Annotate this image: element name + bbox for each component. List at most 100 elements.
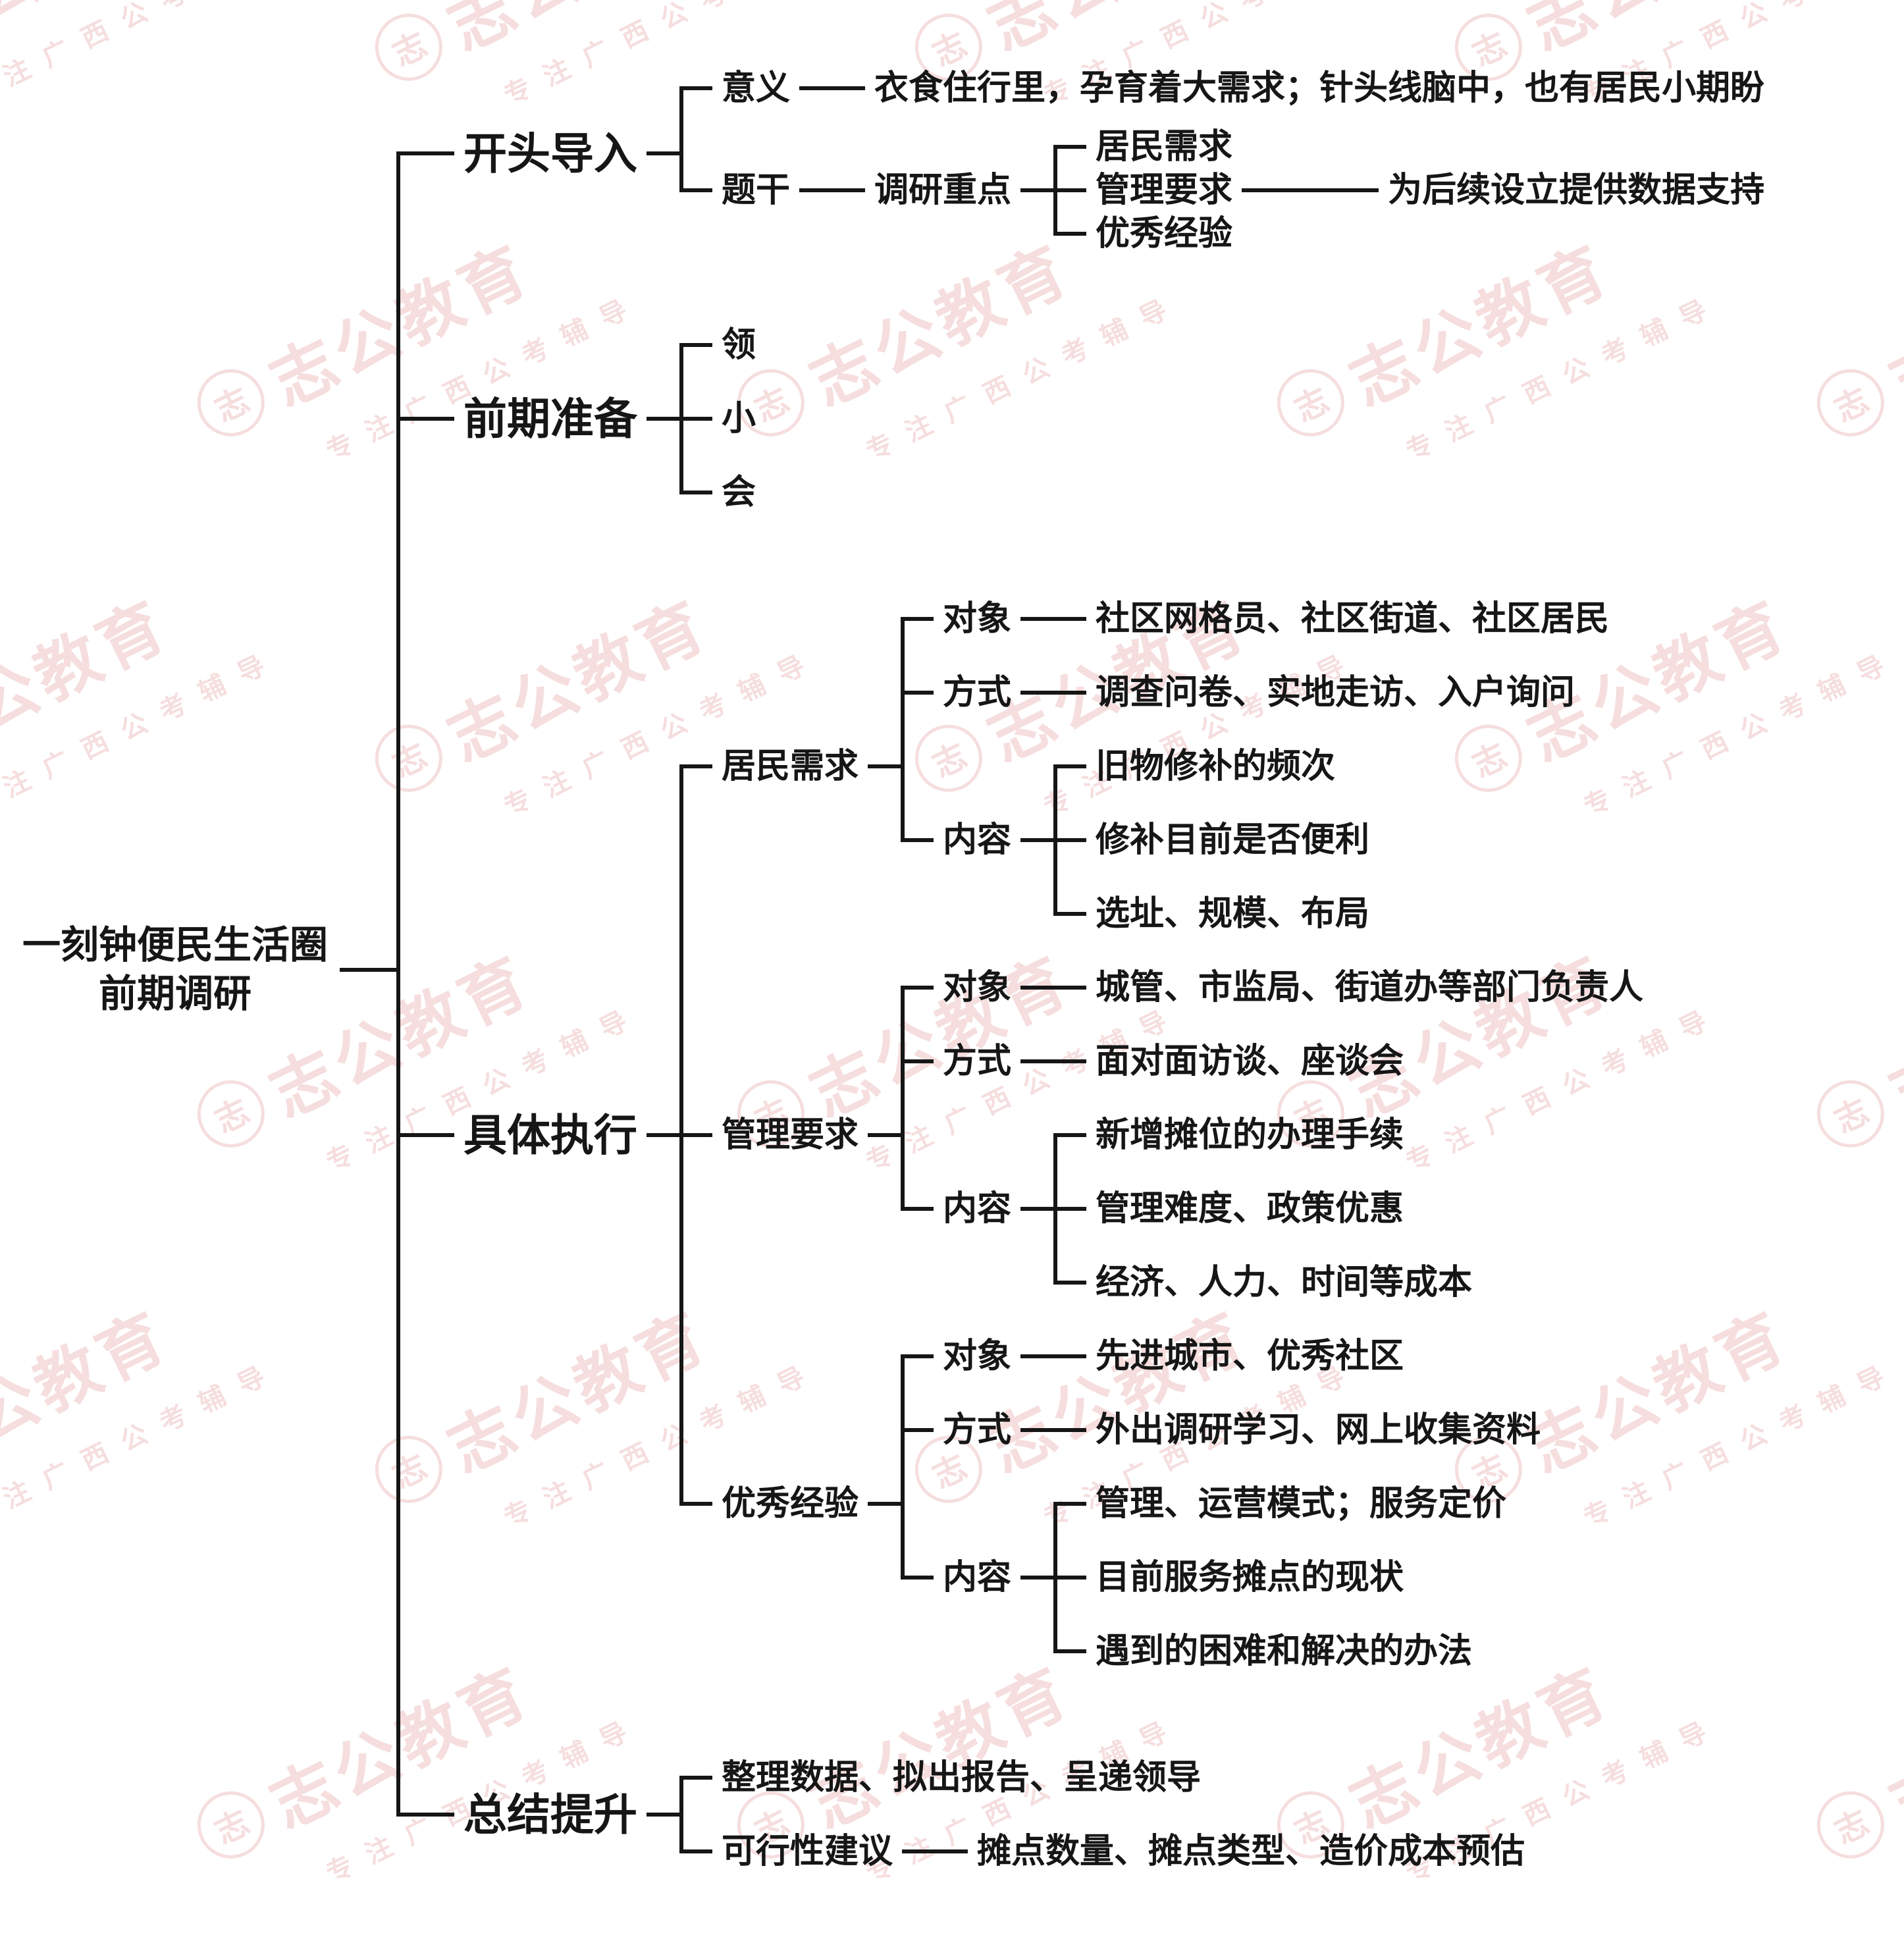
connector-line [868,764,901,768]
tree-node: 管理要求 为后续设立提供数据支持 [1096,169,1764,212]
tree-branch: 修补目前是否便利 [1053,803,1369,877]
tree-branch: 旧物修补的频次 [1053,730,1369,803]
connector-line [1020,1354,1054,1358]
node-label: 内容 [943,1189,1012,1228]
connector-line [1020,1206,1054,1211]
tree-node: 为后续设立提供数据支持 [1388,169,1764,212]
connector-line [647,1812,680,1817]
children-group: 领小会 [679,308,756,529]
children-group: 意义 衣食住行里，孕育着大需求；针头线脑中，也有居民小期盼题干 调研重点 居民需求管理… [679,51,1764,255]
node-label: 摊点数量、摊点类型、造价成本预估 [977,1832,1525,1871]
node-label: 修补目前是否便利 [1096,820,1370,859]
node-label: 题干 [722,171,791,209]
children-group: 摊点数量、摊点类型、造价成本预估 [935,1815,1525,1888]
tree-node: 优秀经验 [1096,212,1764,255]
tree-node: 题干 调研重点 居民需求管理要求 为后续设立提供数据支持优秀经验 [722,125,1764,255]
tree-node: 总结提升 整理数据、拟出报告、呈递领导可行性建议摊点数量、摊点类型、造价成本预估 [463,1741,1764,1888]
tree-branch: 衣食住行里，孕育着大需求；针头线脑中，也有居民小期盼 [832,51,1764,125]
node-label: 先进城市、优秀社区 [1096,1337,1404,1375]
tree-branch: 外出调研学习、网上收集资料 [1053,1393,1541,1467]
connector-line [1020,1575,1054,1580]
tree-branch: 方式 外出调研学习、网上收集资料 [901,1393,1541,1467]
children-group: 面对面访谈、座谈会 [1053,1024,1404,1098]
tree-node: 新增摊位的办理手续 [1096,1113,1472,1157]
connector-line [340,967,397,972]
connector-line [1020,1427,1054,1432]
tree-branch: 调研重点 居民需求管理要求 为后续设立提供数据支持优秀经验 [832,125,1764,255]
node-label: 经济、人力、时间等成本 [1096,1263,1473,1302]
node-label: 管理要求 [1096,171,1233,209]
node-label: 调研重点 [874,171,1012,209]
node-label: 为后续设立提供数据支持 [1388,171,1765,209]
children-group: 调查问卷、实地走访、入户询问 [1053,656,1575,730]
node-label: 对象 [943,1337,1012,1375]
tree-branch: 总结提升 整理数据、拟出报告、呈递领导可行性建议摊点数量、摊点类型、造价成本预估 [396,1714,1764,1915]
tree-branch: 管理、运营模式；服务定价 [1053,1467,1506,1541]
children-group: 管理、运营模式；服务定价目前服务摊点的现状遇到的困难和解决的办法 [1053,1467,1506,1688]
tree-node: 经济、人力、时间等成本 [1096,1261,1472,1304]
children-group: 旧物修补的频次修补目前是否便利选址、规模、布局 [1053,730,1369,951]
node-label: 优秀经验 [1096,214,1233,253]
tree-node: 领 [722,323,756,367]
tree-branch: 整理数据、拟出报告、呈递领导 [679,1741,1525,1815]
children-group: 衣食住行里，孕育着大需求；针头线脑中，也有居民小期盼 [832,51,1764,125]
connector-line [868,1501,901,1506]
tree-branch: 管理难度、政策优惠 [1053,1171,1472,1246]
node-label: 管理要求 [722,1115,859,1154]
tree-branch: 方式调查问卷、实地走访、入户询问 [901,655,1609,730]
tree-branch: 领 [679,308,756,382]
tree-node: 管理要求 对象城管、市监局、街道办等部门负责人方式 面对面访谈、座谈会内容 新增摊位的… [722,951,1643,1319]
tree-node: 方式 面对面访谈、座谈会 [943,1024,1643,1098]
tree-branch: 居民需求 [1053,125,1764,169]
node-label: 城管、市监局、街道办等部门负责人 [1096,968,1644,1007]
tree-branch: 城管、市监局、街道办等部门负责人 [1053,951,1643,1024]
tree-branch: 选址、规模、布局 [1053,876,1369,951]
children-group: 居民需求管理要求 为后续设立提供数据支持优秀经验 [1053,125,1764,255]
tree-node: 一刻钟便民生活圈 前期调研开头导入意义衣食住行里，孕育着大需求；针头线脑中，也有… [22,25,1764,1915]
tree-node: 内容旧物修补的频次修补目前是否便利选址、规模、布局 [943,730,1609,951]
children-group: 对象 先进城市、优秀社区方式 外出调研学习、网上收集资料内容 管理、运营模式；服务定价… [901,1319,1541,1688]
tree-branch: 先进城市、优秀社区 [1053,1319,1404,1393]
tree-branch: 调查问卷、实地走访、入户询问 [1053,656,1575,730]
connector-line [647,151,680,155]
node-label: 总结提升 [463,1790,638,1839]
node-label: 一刻钟便民生活圈 前期调研 [22,923,329,1015]
connector-line [647,416,680,421]
tree-branch: 为后续设立提供数据支持 [1275,169,1764,212]
tree-node: 居民需求 [1096,125,1764,169]
tree-branch: 对象 先进城市、优秀社区 [901,1319,1541,1393]
tree-branch: 管理要求 对象城管、市监局、街道办等部门负责人方式 面对面访谈、座谈会内容 新增摊位的… [679,950,1643,1319]
node-label: 整理数据、拟出报告、呈递领导 [722,1758,1202,1797]
node-label: 目前服务摊点的现状 [1096,1558,1404,1597]
tree-branch: 对象城管、市监局、街道办等部门负责人 [901,951,1643,1024]
node-label: 调查问卷、实地走访、入户询问 [1096,673,1575,712]
node-label: 管理、运营模式；服务定价 [1096,1484,1507,1523]
node-label: 居民需求 [722,747,859,785]
tree-node: 面对面访谈、座谈会 [1096,1040,1404,1083]
node-label: 内容 [943,1558,1012,1597]
tree-node: 管理难度、政策优惠 [1096,1187,1472,1231]
tree-node: 对象 社区网格员、社区街道、社区居民 [943,582,1609,656]
node-label: 小 [722,399,756,438]
tree-node: 整理数据、拟出报告、呈递领导 [722,1756,1525,1799]
tree-branch: 前期准备领小会 [396,281,1764,556]
tree-node: 会 [722,471,756,514]
tree-node: 方式 外出调研学习、网上收集资料 [943,1393,1541,1467]
tree-branch: 内容 管理、运营模式；服务定价目前服务摊点的现状遇到的困难和解决的办法 [901,1466,1541,1688]
node-label: 方式 [943,1042,1012,1080]
tree-branch: 具体执行居民需求对象社区网格员、社区街道、社区居民方式调查问卷、实地走访、入户询… [396,555,1764,1714]
node-label: 社区网格员、社区街道、社区居民 [1096,599,1610,638]
children-group: 开头导入意义衣食住行里，孕育着大需求；针头线脑中，也有居民小期盼题干调研重点居民… [396,25,1764,1915]
children-group: 为后续设立提供数据支持 [1275,169,1764,212]
tree-node: 修补目前是否便利 [1096,818,1369,862]
node-label: 方式 [943,1410,1012,1449]
node-label: 意义 [722,68,791,107]
tree-node: 社区网格员、社区街道、社区居民 [1096,597,1609,641]
node-label: 管理难度、政策优惠 [1096,1189,1404,1228]
node-label: 对象 [943,599,1012,638]
tree-node: 可行性建议摊点数量、摊点类型、造价成本预估 [722,1815,1525,1888]
tree-node: 先进城市、优秀社区 [1096,1335,1404,1378]
tree-node: 对象城管、市监局、街道办等部门负责人 [943,951,1643,1024]
tree-node: 优秀经验对象先进城市、优秀社区方式外出调研学习、网上收集资料内容管理、运营模式；… [722,1319,1643,1688]
tree-branch: 经济、人力、时间等成本 [1053,1245,1472,1319]
